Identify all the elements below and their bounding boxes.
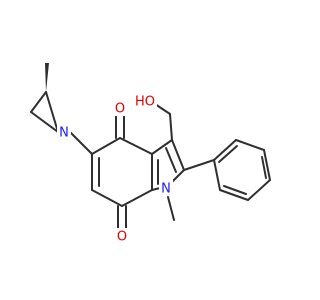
bond-c3a-c3 [151,139,173,155]
bond-aziridine-ch2-ch [30,91,47,113]
bond-c3-c2 [171,139,185,171]
bond-wedge-methyl [45,63,49,92]
label-bg-indole-n [159,180,173,196]
bond-ph-double-2 [261,156,267,179]
bond-ph-c6-c1 [213,159,221,191]
bond-ph-c3-c4 [263,149,271,181]
bond-c2-phenyl [183,159,215,171]
bond-c4-c3a [119,137,153,155]
bond-aziridine-ch-n [45,91,59,133]
bond-ph-c5-c6 [219,189,249,201]
bond-c3-c2-double [165,147,177,173]
aziridine-nitrogen-label: N [59,126,69,141]
ketone-bottom-oxygen-label: O [117,230,127,245]
bond-n1-methyl [167,196,175,221]
bond-c3-ch2 [169,113,173,141]
bond-c7-c6 [91,189,123,207]
bond-ph-c1-c2 [213,139,237,161]
bond-c5-c4 [91,137,121,155]
label-bg-aziridine-n [57,124,71,140]
bond-c7a-c7 [121,189,153,207]
hydroxyl-label: HO [135,95,155,110]
label-bg-ketone-bottom [115,228,129,244]
bond-n-aziridine-to-ring [69,131,93,155]
molecule-structure: HO O O N N [30,63,271,245]
label-bg-ketone-top [113,100,127,116]
atom-label-layer: HO O O N N [57,93,173,245]
bond-n1-c7a [151,187,161,191]
bond-ph-double-3 [223,185,247,195]
bond-layer [30,63,271,229]
ketone-top-oxygen-label: O [115,102,125,117]
bond-ph-c4-c5 [247,179,271,201]
bond-aziridine-n-ch2 [30,111,59,133]
label-bg-hydroxyl [133,93,157,109]
indole-nitrogen-label: N [161,182,171,197]
bond-ph-double-1 [218,145,238,163]
bond-ph-c2-c3 [235,139,265,151]
